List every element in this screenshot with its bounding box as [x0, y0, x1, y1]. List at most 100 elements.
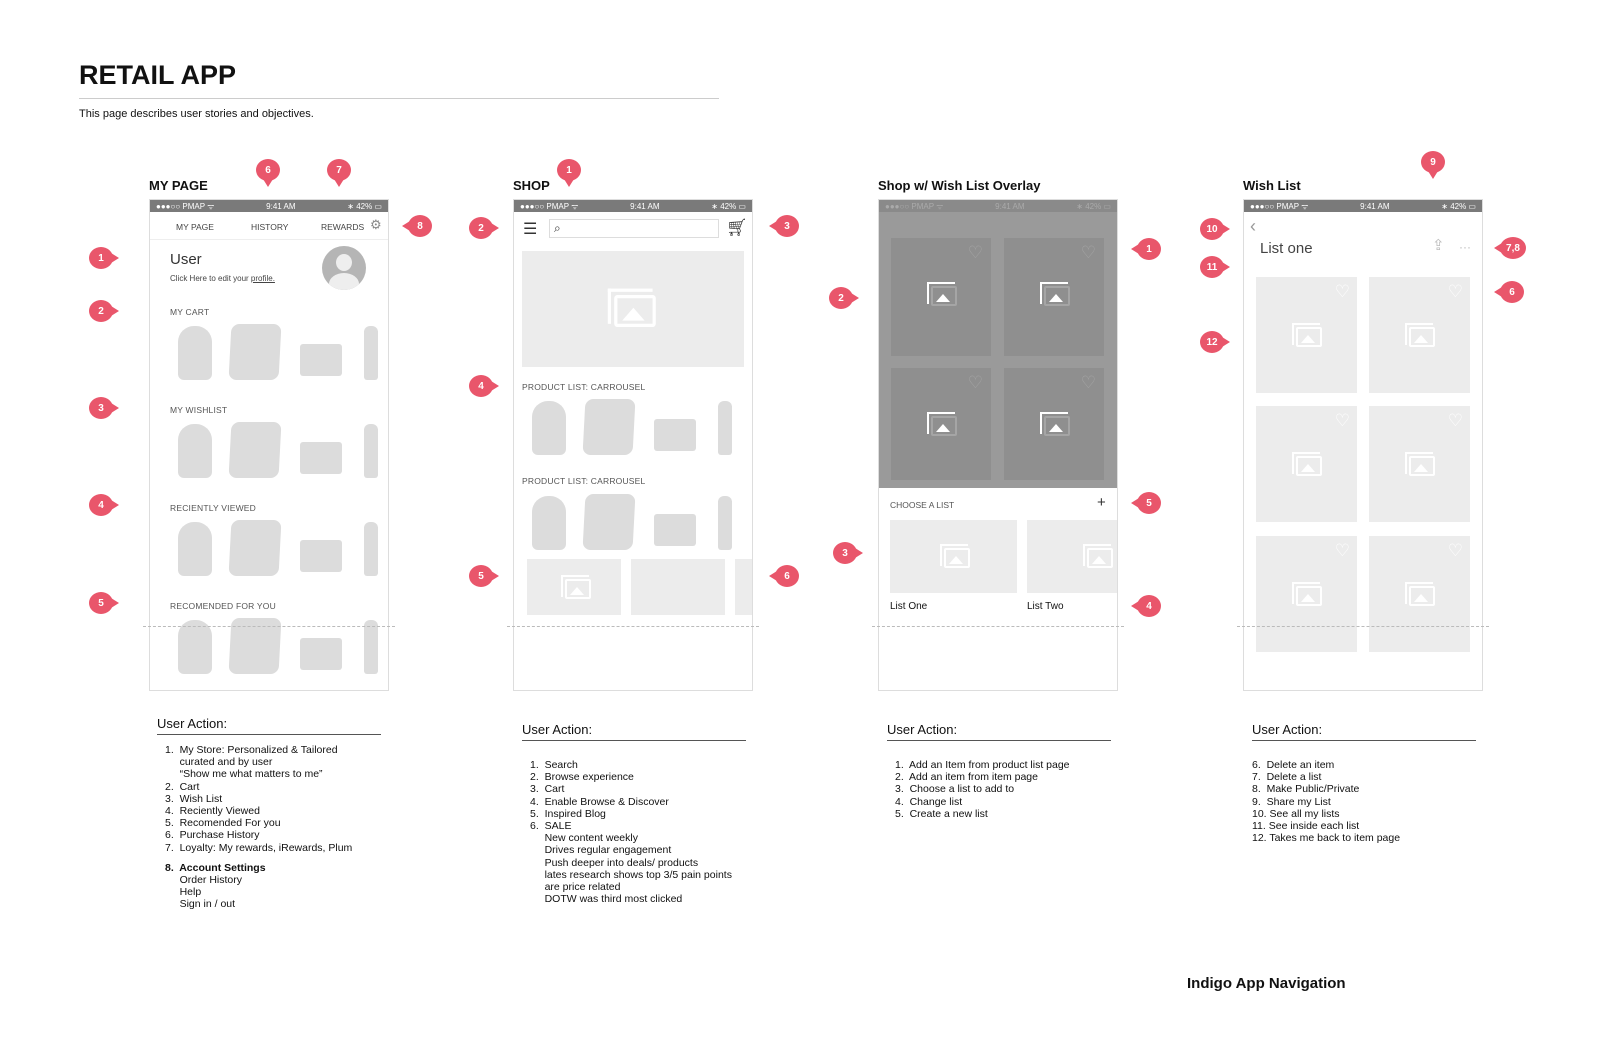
- divider: [157, 734, 381, 735]
- carrier: ●●●○○ PMAP ᯤ: [520, 201, 579, 211]
- image-icon: [927, 282, 957, 306]
- gear-icon[interactable]: ⚙: [370, 217, 382, 232]
- more-icon[interactable]: ···: [1459, 240, 1471, 254]
- list-two-label[interactable]: List Two: [1027, 601, 1064, 612]
- product-tile[interactable]: ♡: [1004, 368, 1104, 480]
- avatar[interactable]: [322, 246, 366, 290]
- action-item: 2. Cart: [165, 780, 200, 793]
- bottle-product[interactable]: [364, 522, 378, 576]
- action-item: 4. Reciently Viewed: [165, 805, 260, 818]
- pouch-product[interactable]: [654, 514, 696, 546]
- heart-icon[interactable]: ♡: [1080, 373, 1096, 392]
- back-icon[interactable]: ‹: [1250, 216, 1256, 236]
- heart-icon[interactable]: ♡: [1447, 282, 1463, 301]
- image-icon: [1292, 582, 1322, 606]
- wish-item-tile[interactable]: ♡: [1256, 406, 1357, 522]
- cart-icon[interactable]: 🛒︎: [726, 218, 748, 237]
- wish-item-tile[interactable]: ♡: [1369, 536, 1470, 652]
- marker: 1: [89, 247, 119, 269]
- tab-my-page[interactable]: MY PAGE: [176, 222, 214, 232]
- wish-item-tile[interactable]: ♡: [1256, 536, 1357, 652]
- marker: 4: [469, 375, 499, 397]
- backpack-product[interactable]: [178, 424, 212, 478]
- action-item: “Show me what matters to me”: [165, 768, 323, 781]
- pillow-product[interactable]: [582, 399, 636, 455]
- action-item: DOTW was third most clicked: [530, 893, 683, 906]
- heart-icon[interactable]: ♡: [1334, 411, 1350, 430]
- pouch-product[interactable]: [300, 638, 342, 670]
- wish-item-tile[interactable]: ♡: [1369, 406, 1470, 522]
- pouch-product[interactable]: [300, 442, 342, 474]
- pillow-product[interactable]: [582, 494, 636, 550]
- hero-banner[interactable]: [522, 251, 744, 367]
- action-item: 7. Delete a list: [1252, 771, 1322, 784]
- product-tile[interactable]: ♡: [891, 368, 991, 480]
- carrier: ●●●○○ PMAP ᯤ: [885, 201, 944, 211]
- backpack-product[interactable]: [178, 620, 212, 674]
- backpack-product[interactable]: [178, 522, 212, 576]
- bottle-product[interactable]: [364, 620, 378, 674]
- action-item: Drives regular engagement: [530, 844, 672, 857]
- time: 9:41 AM: [266, 201, 296, 211]
- heart-icon[interactable]: ♡: [967, 243, 983, 262]
- search-input[interactable]: ⌕: [549, 219, 719, 238]
- tab-rewards[interactable]: REWARDS: [321, 222, 365, 232]
- pouch-product[interactable]: [654, 419, 696, 451]
- heart-icon[interactable]: ♡: [1447, 411, 1463, 430]
- bottle-product[interactable]: [718, 401, 732, 455]
- share-icon[interactable]: ⇪: [1432, 237, 1445, 254]
- marker: 6: [769, 565, 799, 587]
- wish-item-tile[interactable]: ♡: [1256, 277, 1357, 393]
- section-recommended: RECOMENDED FOR YOU: [170, 601, 276, 611]
- action-item: 9. Share my List: [1252, 795, 1331, 808]
- divider: [887, 740, 1111, 741]
- backpack-product[interactable]: [532, 401, 566, 455]
- action-item: 6. Delete an item: [1252, 759, 1335, 771]
- heart-icon[interactable]: ♡: [1447, 541, 1463, 560]
- action-item: 2. Browse experience: [530, 771, 634, 784]
- carrier: ●●●○○ PMAP ᯤ: [1250, 201, 1309, 211]
- bottle-product[interactable]: [364, 326, 378, 380]
- pillow-product[interactable]: [228, 520, 282, 576]
- heart-icon[interactable]: ♡: [1080, 243, 1096, 262]
- heart-icon[interactable]: ♡: [967, 373, 983, 392]
- marker: 7,8: [1494, 237, 1526, 259]
- list-one-label[interactable]: List One: [890, 601, 928, 612]
- marker: 2: [89, 300, 119, 322]
- bottle-product[interactable]: [718, 496, 732, 550]
- action-item: 5. Create a new list: [895, 807, 988, 820]
- blog-tile[interactable]: [735, 559, 752, 615]
- image-icon: [927, 412, 957, 436]
- action-item: 3. Wish List: [165, 792, 223, 805]
- marker: 5: [1131, 492, 1161, 514]
- bottle-product[interactable]: [364, 424, 378, 478]
- backpack-product[interactable]: [178, 326, 212, 380]
- user-action-heading: User Action:: [887, 722, 958, 737]
- blog-tile[interactable]: [527, 559, 621, 615]
- page-title: RETAIL APP: [79, 60, 237, 90]
- product-tile[interactable]: ♡: [891, 238, 991, 356]
- marker: 6: [1494, 281, 1524, 303]
- pillow-product[interactable]: [228, 324, 282, 380]
- heart-icon[interactable]: ♡: [1334, 541, 1350, 560]
- list-two-tile[interactable]: [1027, 520, 1117, 593]
- marker: 9: [1421, 151, 1445, 179]
- pouch-product[interactable]: [300, 540, 342, 572]
- pouch-product[interactable]: [300, 344, 342, 376]
- wish-item-tile[interactable]: ♡: [1369, 277, 1470, 393]
- blog-tile[interactable]: [631, 559, 725, 615]
- menu-icon[interactable]: ☰: [523, 221, 538, 238]
- pillow-product[interactable]: [228, 422, 282, 478]
- section-carousel-2: PRODUCT LIST: CARROUSEL: [522, 476, 646, 486]
- heart-icon[interactable]: ♡: [1334, 282, 1350, 301]
- action-item: Push deeper into deals/ products: [530, 856, 699, 869]
- profile-link[interactable]: profile.: [250, 274, 275, 283]
- tab-history[interactable]: HISTORY: [251, 222, 289, 232]
- add-list-button[interactable]: +: [1097, 494, 1106, 511]
- product-tile[interactable]: ♡: [1004, 238, 1104, 356]
- edit-profile-text: Click Here to edit your profile.: [170, 274, 275, 283]
- list-one-tile[interactable]: [890, 520, 1017, 593]
- backpack-product[interactable]: [532, 496, 566, 550]
- fold-line: [1237, 626, 1489, 627]
